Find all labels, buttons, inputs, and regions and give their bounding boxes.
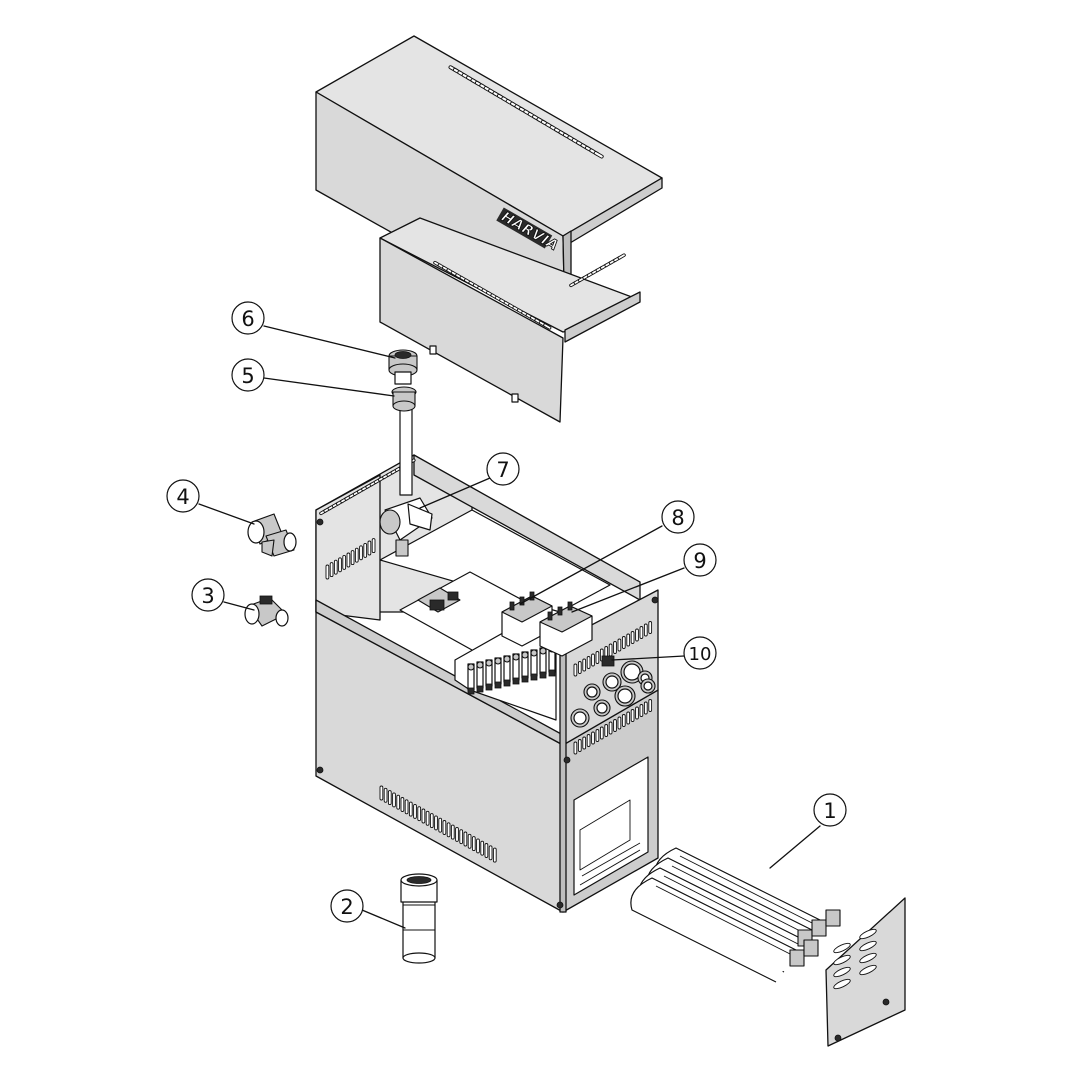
part-4-elbow-fitting (247, 513, 297, 557)
callout-7-label: 7 (496, 458, 509, 482)
housing-corner (559, 636, 567, 913)
callout-5: 5 (231, 358, 265, 392)
part-5-sensor (391, 386, 417, 412)
housing-left-inner-wall (315, 474, 381, 621)
part-6-cap (388, 349, 418, 385)
callout-10: 10 (683, 636, 717, 670)
heater-opening (573, 756, 649, 896)
main-housing (315, 454, 659, 913)
callout-7: 7 (486, 452, 520, 486)
callout-4: 4 (166, 479, 200, 513)
callout-9: 9 (683, 543, 717, 577)
top-cover: HARVIA (315, 35, 663, 331)
contactor-2 (539, 601, 593, 657)
callout-8-label: 8 (671, 506, 684, 530)
housing-vent-slots (319, 458, 653, 863)
callout-layer: 6 5 7 4 8 9 3 10 (166, 301, 847, 923)
callout-1-label: 1 (823, 799, 836, 823)
callout-5-label: 5 (241, 364, 254, 388)
cable-glands (570, 660, 656, 728)
callout-6: 6 (231, 301, 265, 335)
inner-shield-plate (379, 217, 641, 423)
part-2-drain-tube (400, 873, 438, 964)
part-3-ball-valve (244, 595, 289, 627)
part-1-heating-element (630, 847, 906, 1047)
callout-2-label: 2 (340, 895, 353, 919)
shield-vent-slots (433, 253, 626, 330)
callout-4-label: 4 (176, 485, 189, 509)
shield-front-face (379, 237, 564, 423)
callout-3: 3 (191, 578, 225, 612)
callout-10-label: 10 (689, 644, 712, 665)
callout-6-label: 6 (241, 307, 254, 331)
leader-lines (198, 325, 821, 929)
control-board-assembly (399, 571, 656, 728)
shield-lip (564, 291, 641, 343)
callout-9-label: 9 (693, 549, 706, 573)
feed-pipe (399, 404, 413, 496)
callout-3-label: 3 (201, 584, 214, 608)
callout-2: 2 (330, 889, 364, 923)
callout-1: 1 (813, 793, 847, 827)
callout-8: 8 (661, 500, 695, 534)
switch-10 (601, 655, 615, 667)
heater-terminals (789, 909, 841, 967)
top-cover-vent-slots (448, 65, 604, 159)
